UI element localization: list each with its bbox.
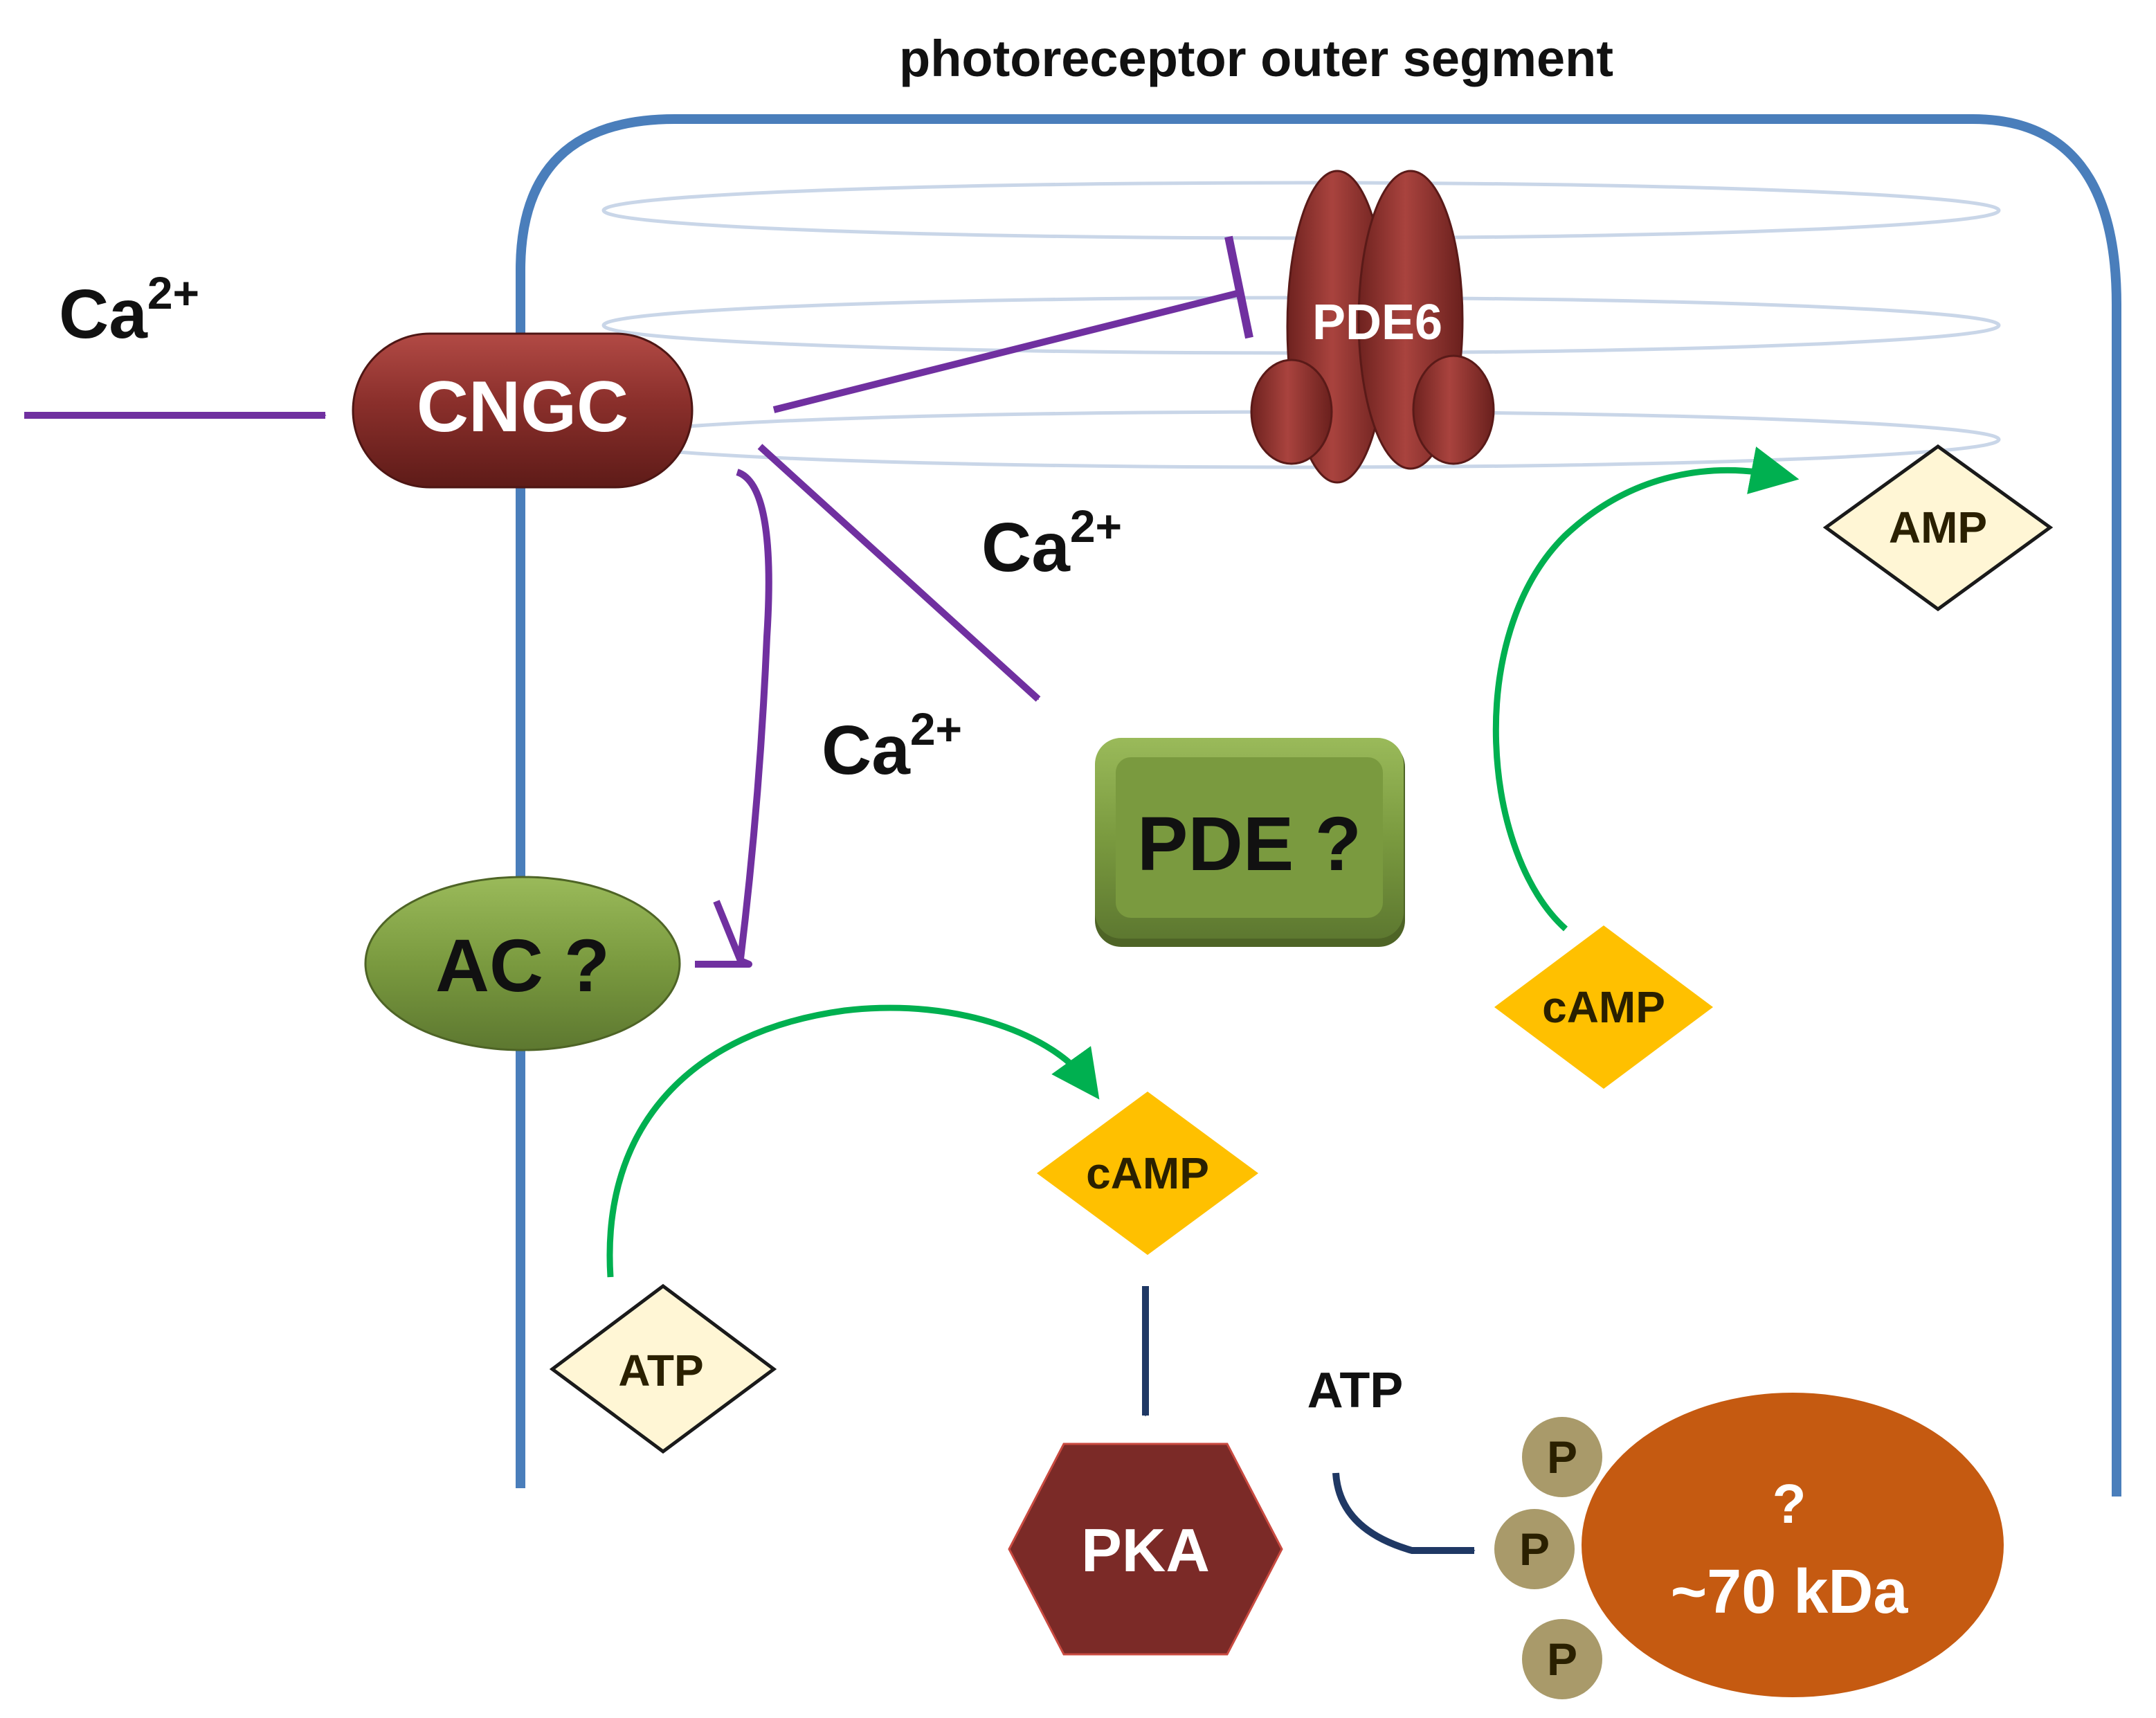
pde6-subunit xyxy=(1250,359,1333,465)
pka-shape xyxy=(1008,1443,1283,1656)
cngc-label: CNGC xyxy=(417,367,628,447)
calcium-charge: 2+ xyxy=(1070,500,1122,552)
atp-shape xyxy=(549,1283,777,1454)
camp-right-shape xyxy=(1494,925,1713,1089)
target-mass-label: ~70 kDa xyxy=(1671,1557,1909,1627)
calcium-to-pde-arrow xyxy=(757,444,1041,702)
phosphate-circle xyxy=(1522,1417,1602,1497)
pde6-complex: PDE6 xyxy=(1250,170,1495,484)
phosphate-label: P xyxy=(1547,1634,1577,1685)
phosphate-label: P xyxy=(1547,1431,1577,1483)
pde6-label: PDE6 xyxy=(1312,295,1442,350)
cngc-channel: CNGC xyxy=(352,332,694,489)
target-protein-body xyxy=(1582,1393,2004,1697)
calcium-ac-label: Ca2+ xyxy=(822,703,962,789)
calcium-to-ac-arrow xyxy=(736,469,772,959)
phosphate-group: P xyxy=(1522,1619,1602,1699)
pde6-subunit xyxy=(1412,354,1495,465)
atp-diamond: ATP xyxy=(549,1283,777,1454)
atp-left-label: ATP xyxy=(618,1346,703,1395)
atp-to-camp-arrow xyxy=(606,1004,1100,1278)
calcium-base: Ca xyxy=(822,712,911,789)
amp-shape xyxy=(1822,444,2054,612)
camp-right-diamond: cAMP xyxy=(1494,925,1713,1089)
phosphate-circle xyxy=(1522,1619,1602,1699)
amp-diamond: AMP xyxy=(1822,444,2054,612)
amp-label: AMP xyxy=(1889,503,1987,552)
pde-unknown-face xyxy=(1116,757,1383,918)
calcium-outside-label: Ca2+ xyxy=(59,267,199,353)
calcium-base: Ca xyxy=(59,275,148,353)
camp-center-label: cAMP xyxy=(1086,1148,1209,1198)
calcium-base: Ca xyxy=(981,509,1071,586)
pde-unknown: PDE ? xyxy=(1095,738,1405,947)
cell-membrane xyxy=(516,114,2121,1497)
cngc-body xyxy=(352,332,694,489)
target-protein: ? ~70 kDa xyxy=(1582,1393,2004,1697)
page-title: photoreceptor outer segment xyxy=(899,30,1613,87)
target-question-label: ? xyxy=(1773,1473,1806,1535)
pka-label: PKA xyxy=(1081,1516,1210,1584)
calcium-charge: 2+ xyxy=(147,267,199,318)
calcium-pde-label: Ca2+ xyxy=(981,500,1122,586)
calcium-charge: 2+ xyxy=(910,703,962,754)
camp-center-diamond: cAMP xyxy=(1037,1092,1258,1255)
camp-center-shape xyxy=(1037,1092,1258,1255)
pde-unknown-label: PDE ? xyxy=(1137,802,1361,887)
atp-free-label: ATP xyxy=(1307,1363,1404,1418)
pka-enzyme: PKA xyxy=(1008,1443,1283,1656)
phosphate-group: P xyxy=(1494,1509,1575,1589)
phosphorylation-arrow xyxy=(1332,1472,1476,1554)
phosphate-group: P xyxy=(1522,1417,1602,1497)
inhibition-bar xyxy=(1224,235,1253,339)
calcium-to-ac-arrowhead xyxy=(695,900,752,968)
inhibition-line xyxy=(772,289,1244,413)
ac-unknown: AC ? xyxy=(364,876,681,1051)
camp-right-label: cAMP xyxy=(1542,982,1665,1032)
ac-unknown-label: AC ? xyxy=(435,923,610,1007)
phosphate-circle xyxy=(1494,1509,1575,1589)
phosphate-label: P xyxy=(1519,1523,1550,1575)
camp-to-amp-arrow xyxy=(1492,446,1800,932)
ac-unknown-body xyxy=(364,876,681,1051)
